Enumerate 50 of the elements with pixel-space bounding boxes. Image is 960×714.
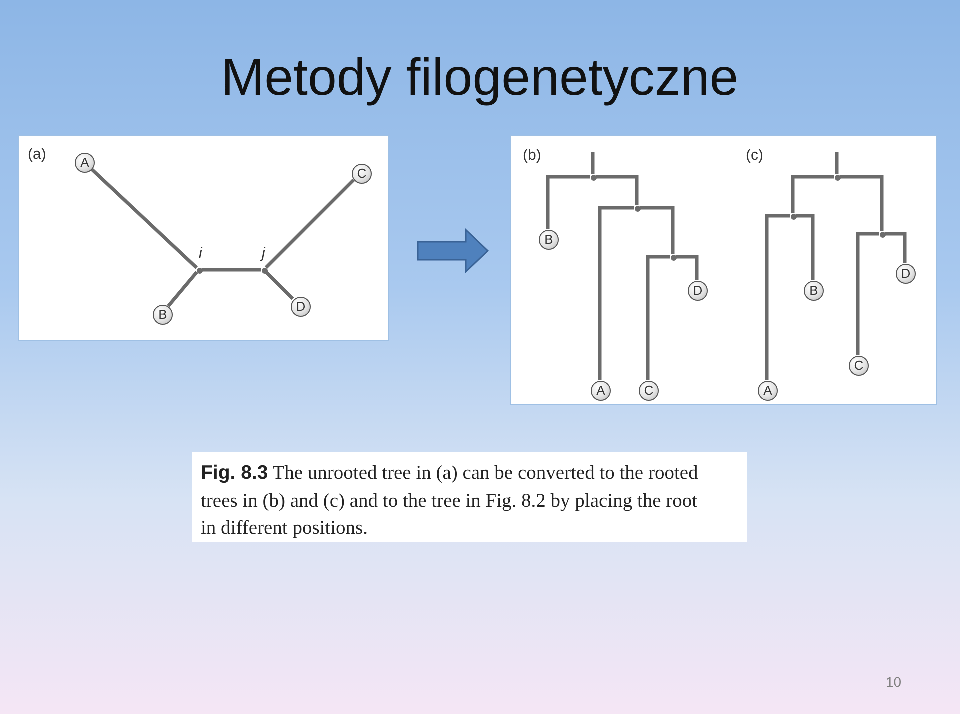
figure-panel	[510, 135, 937, 405]
figure-panel	[18, 135, 389, 341]
page-number: 10	[886, 674, 902, 690]
tree-branch	[264, 178, 356, 270]
tree-branch	[765, 214, 790, 380]
branch-point	[880, 232, 886, 238]
branch-point	[591, 175, 597, 181]
taxon-circle: D	[688, 281, 708, 301]
taxon-circle: C	[352, 164, 372, 184]
tree-branch	[885, 232, 907, 263]
branch-point	[835, 175, 841, 181]
taxon-circle: C	[849, 356, 869, 376]
panel-label: (b)	[523, 147, 542, 164]
tree-branch	[646, 255, 670, 380]
taxon-circle: D	[291, 297, 311, 317]
tree-branch	[856, 232, 879, 355]
tree-branch	[202, 268, 261, 272]
tree-branch	[676, 255, 699, 280]
slide-title: Metody filogenetyczne	[220, 52, 740, 104]
taxon-circle: A	[591, 381, 611, 401]
node-label: i	[199, 245, 202, 262]
taxon-circle: D	[896, 264, 916, 284]
branch-point	[635, 206, 641, 212]
taxon-circle: B	[539, 230, 559, 250]
tree-branch	[791, 175, 834, 213]
root-branch	[835, 152, 839, 174]
tree-branch	[796, 214, 815, 280]
root-branch	[591, 152, 595, 174]
taxon-circle: A	[758, 381, 778, 401]
node-label: j	[262, 245, 266, 262]
branch-point	[791, 214, 797, 220]
branch-point	[262, 268, 268, 274]
taxon-circle: A	[75, 153, 95, 173]
block-arrow	[417, 228, 490, 274]
tree-branch	[640, 206, 675, 254]
figure-caption: Fig. 8.3 The unrooted tree in (a) can be converted to the rooted trees in (b) and (c) and to the tree in Fig. 8.2 by placing the root in different positions.	[192, 452, 747, 542]
tree-branch	[546, 175, 590, 229]
tree-branch	[840, 175, 884, 231]
tree-branch	[596, 175, 639, 205]
taxon-circle: B	[153, 305, 173, 325]
tree-branch	[90, 168, 198, 270]
tree-branch	[167, 271, 198, 308]
panel-label: (c)	[746, 147, 764, 164]
tree-branch	[598, 206, 634, 380]
tree-branch	[264, 270, 294, 300]
branch-point	[671, 255, 677, 261]
taxon-circle: B	[804, 281, 824, 301]
branch-point	[197, 268, 203, 274]
panel-label: (a)	[28, 146, 46, 163]
taxon-circle: C	[639, 381, 659, 401]
